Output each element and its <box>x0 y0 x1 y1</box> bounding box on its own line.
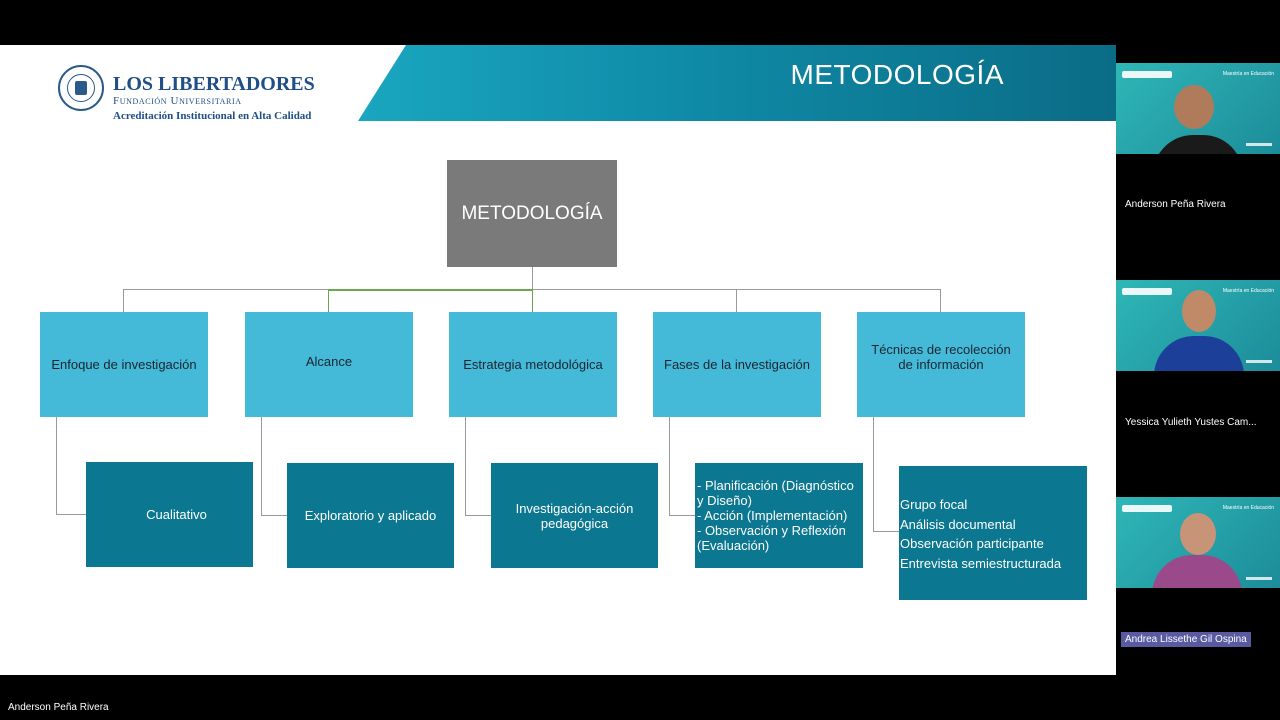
active-speaker-name: Anderson Peña Rivera <box>8 702 109 713</box>
logo-subtitle: Fundación Universitaria <box>113 95 242 107</box>
connector <box>873 417 874 532</box>
detail-alcance: Exploratorio y aplicado <box>287 463 454 568</box>
branch-tecnicas: Técnicas de recolección de información <box>857 312 1025 417</box>
participant-name-3: Andrea Lissethe Gil Ospina <box>1121 632 1251 647</box>
connector <box>465 515 491 516</box>
detail-tecnicas: Grupo focal Análisis documental Observac… <box>899 466 1087 600</box>
detail-fases: - Planificación (Diagnóstico y Diseño) -… <box>695 463 863 568</box>
participant-name-1: Anderson Peña Rivera <box>1125 199 1226 210</box>
connector <box>123 289 124 312</box>
connector <box>873 531 900 532</box>
branch-enfoque: Enfoque de investigación <box>40 312 208 417</box>
branch-estrategia: Estrategia metodológica <box>449 312 617 417</box>
connector <box>669 417 670 516</box>
participant-name-2: Yessica Yulieth Yustes Cam... <box>1125 417 1257 428</box>
branch-alcance: Alcance <box>245 312 413 417</box>
connector <box>532 289 533 312</box>
connector <box>56 417 57 515</box>
presentation-slide: METODOLOGÍA LOS LIBERTADORES Fundación U… <box>0 45 1116 675</box>
slide-title: METODOLOGÍA <box>790 59 1004 90</box>
branch-fases: Fases de la investigación <box>653 312 821 417</box>
detail-estrategia: Investigación-acción pedagógica <box>491 463 658 568</box>
logo-name: LOS LIBERTADORES <box>113 73 315 95</box>
diagram-root-node: METODOLOGÍA <box>447 160 617 267</box>
participant-video-1[interactable]: Maestría en Educación <box>1116 63 1280 154</box>
connector <box>532 267 533 290</box>
detail-enfoque: Cualitativo <box>86 462 253 567</box>
connector <box>328 289 329 312</box>
connector <box>736 289 737 312</box>
participant-video-2[interactable]: Maestría en Educación <box>1116 280 1280 371</box>
connector <box>261 417 262 516</box>
connector <box>669 515 695 516</box>
connector <box>261 515 287 516</box>
university-seal-icon <box>58 65 104 111</box>
header-band <box>358 45 1116 121</box>
connector <box>328 289 533 291</box>
logo-accreditation: Acreditación Institucional en Alta Calid… <box>113 110 312 122</box>
connector <box>940 289 941 312</box>
participant-video-3[interactable]: Maestría en Educación <box>1116 497 1280 588</box>
connector <box>465 417 466 516</box>
connector <box>56 514 86 515</box>
